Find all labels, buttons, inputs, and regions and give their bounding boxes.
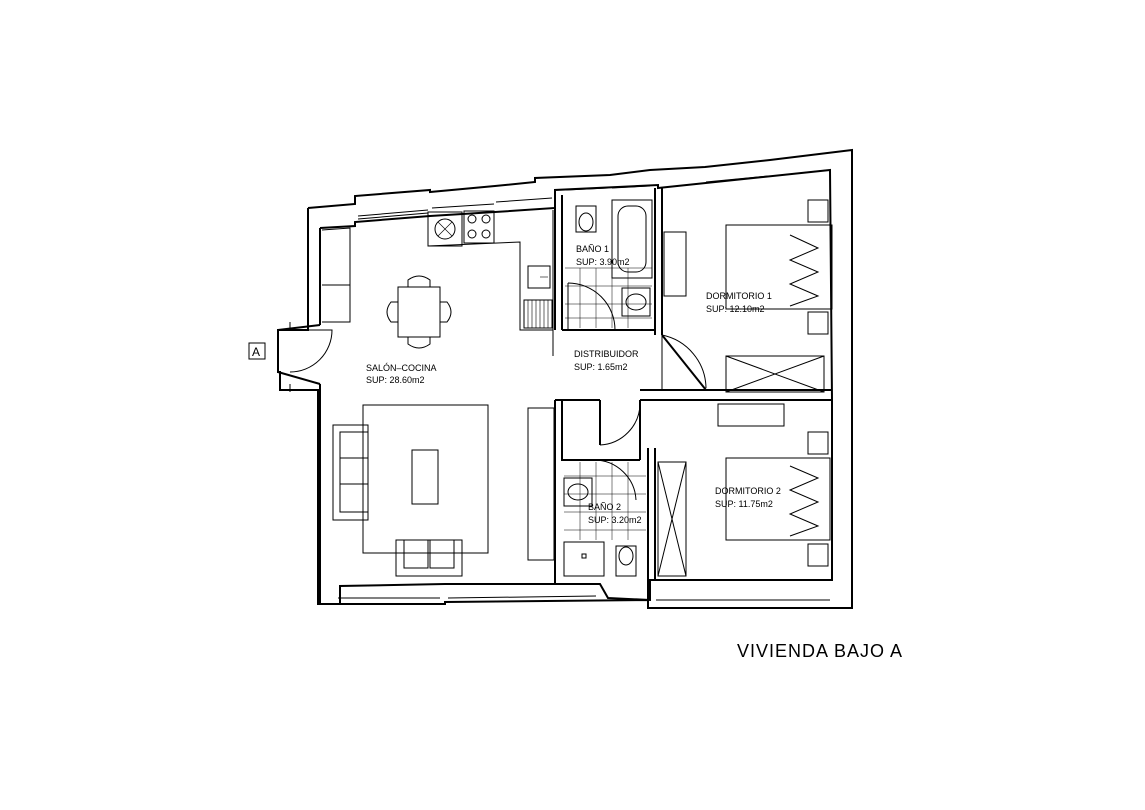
dormitorio1-name: DORMITORIO 1 (706, 291, 772, 301)
entrance-marker-label: A (252, 345, 260, 359)
bano1-area: SUP: 3.90m2 (576, 257, 630, 267)
outer-walls (277, 148, 853, 609)
plan-title: VIVIENDA BAJO A (737, 641, 903, 661)
dining-table (386, 275, 452, 349)
bano2-name: BAÑO 2 (588, 502, 621, 512)
distribuidor-area: SUP: 1.65m2 (574, 362, 628, 372)
windows (338, 169, 830, 601)
bath2-tiles (564, 462, 646, 540)
bano1-name: BAÑO 1 (576, 244, 609, 254)
distribuidor-name: DISTRIBUIDOR (574, 349, 639, 359)
bath2-fixtures (563, 462, 646, 577)
salon-name: SALÓN–COCINA (366, 363, 437, 373)
dormitorio1-area: SUP: 12.10m2 (706, 304, 765, 314)
bath1-tiles (565, 267, 652, 328)
dorm1-furniture (663, 199, 833, 393)
entrance-marker: A (248, 342, 266, 360)
bath1-fixtures (565, 199, 653, 328)
room-labels: SALÓN–COCINA SUP: 28.60m2 BAÑO 1 SUP: 3.… (366, 244, 781, 525)
dormitorio2-area: SUP: 11.75m2 (715, 499, 773, 509)
bano2-area: SUP: 3.20m2 (588, 515, 642, 525)
living-area (332, 404, 555, 577)
dorm2-furniture (657, 403, 831, 577)
doors (289, 282, 707, 501)
kitchen-counter (321, 210, 554, 356)
salon-area: SUP: 28.60m2 (366, 375, 425, 385)
dormitorio2-name: DORMITORIO 2 (715, 486, 781, 496)
